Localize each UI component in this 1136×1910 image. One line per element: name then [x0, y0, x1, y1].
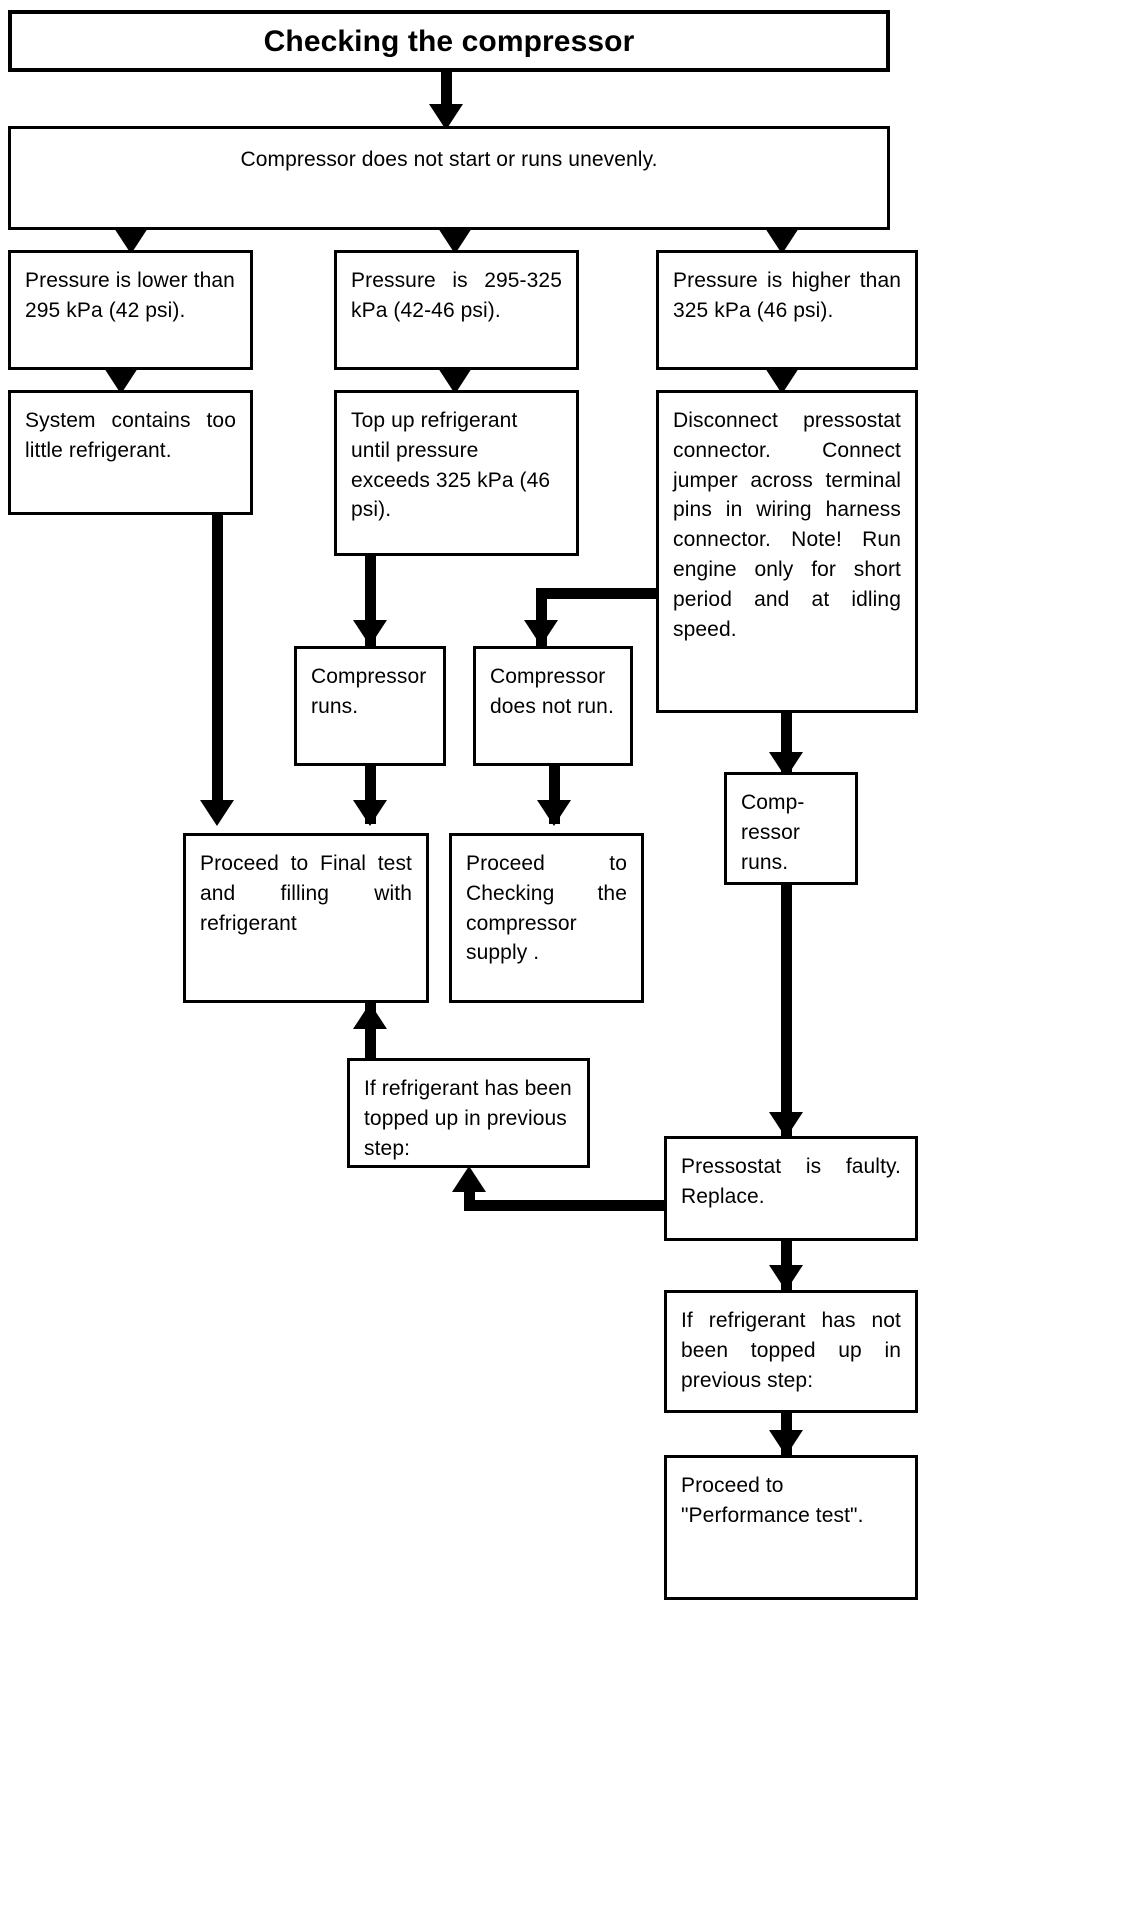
node-compressor-runs: Compressor runs.	[294, 646, 446, 766]
node-compressor-runs-text: Compressor runs.	[311, 665, 427, 718]
node-title: Checking the compressor	[8, 10, 890, 72]
arrow-pressostat-to-topped-up	[452, 1166, 486, 1192]
edge-pressostat-to-topped-up-v	[464, 1180, 475, 1210]
edge-high-action-elbow-h	[536, 588, 660, 599]
node-pressostat-faulty: Pressostat is faulty. Replace.	[664, 1136, 918, 1241]
edge-high-action-elbow-v	[536, 588, 547, 650]
node-proceed-performance-test-text: Proceed to "Performance test".	[681, 1474, 864, 1527]
node-proceed-performance-test: Proceed to "Performance test".	[664, 1455, 918, 1600]
arrow-topped-up-to-proceed	[353, 1003, 387, 1029]
node-proceed-checking-supply-text: Proceed to Checking the compressor suppl…	[466, 852, 627, 965]
arrow-mid-action-to-runs	[353, 620, 387, 646]
edge-runs-to-proceed	[365, 764, 376, 824]
arrow-symptom-to-mid	[438, 228, 472, 254]
node-high-action-text: Disconnect pressostat connector. Connect…	[673, 409, 901, 641]
arrow-low-result-to-proceed	[200, 800, 234, 826]
node-symptom: Compressor does not start or runs uneven…	[8, 126, 890, 230]
node-proceed-final-test: Proceed to Final test and filling with r…	[183, 833, 429, 1003]
node-proceed-final-test-text: Proceed to Final test and filling with r…	[200, 852, 412, 935]
arrow-runs-to-proceed	[353, 800, 387, 826]
arrow-high-to-action	[765, 368, 799, 394]
node-pressostat-faulty-text: Pressostat is faulty. Replace.	[681, 1155, 901, 1208]
edge-mid-action-to-runs	[365, 554, 376, 649]
arrow-pressostat-to-not-topped-up	[769, 1265, 803, 1291]
arrow-title-to-symptom	[429, 104, 463, 130]
node-if-topped-up: If refrigerant has been topped up in pre…	[347, 1058, 590, 1168]
arrow-mid-to-action	[438, 368, 472, 394]
node-if-not-topped-up: If refrigerant has not been topped up in…	[664, 1290, 918, 1413]
node-if-not-topped-up-text: If refrigerant has not been topped up in…	[681, 1309, 901, 1392]
arrow-symptom-to-high	[765, 228, 799, 254]
edge-high-action-to-comp-runs	[781, 711, 792, 783]
node-branch-high-text: Pressure is higher than 325 kPa (46 psi)…	[673, 269, 901, 322]
node-low-result: System contains too little refrigerant.	[8, 390, 253, 515]
edge-not-run-to-supply	[549, 764, 560, 824]
node-compressor-not-run-text: Compressor does not run.	[490, 665, 614, 718]
node-compressor-not-run: Compressor does not run.	[473, 646, 633, 766]
edge-pressostat-to-topped-up-h	[464, 1200, 670, 1211]
edge-comp-runs-to-pressostat	[781, 883, 792, 1138]
node-branch-low: Pressure is lower than 295 kPa (42 psi).	[8, 250, 253, 370]
node-title-text: Checking the compressor	[263, 25, 635, 58]
edge-topped-up-to-proceed	[365, 1003, 376, 1058]
node-symptom-text: Compressor does not start or runs uneven…	[240, 148, 658, 171]
arrow-comp-runs-to-pressostat	[769, 1112, 803, 1138]
node-branch-high: Pressure is higher than 325 kPa (46 psi)…	[656, 250, 918, 370]
edge-title-to-symptom	[441, 72, 452, 112]
edge-low-result-to-proceed	[212, 513, 223, 813]
arrow-not-run-to-supply	[537, 800, 571, 826]
node-mid-action-text: Top up refrigerant until pressure exceed…	[351, 409, 551, 522]
arrow-not-topped-up-to-performance	[769, 1430, 803, 1456]
node-if-topped-up-text: If refrigerant has been topped up in pre…	[364, 1077, 572, 1160]
node-mid-action: Top up refrigerant until pressure exceed…	[334, 390, 579, 556]
node-branch-mid-text: Pressure is 295-325 kPa (42-46 psi).	[351, 269, 562, 322]
node-high-action: Disconnect pressostat connector. Connect…	[656, 390, 918, 713]
node-proceed-checking-supply: Proceed to Checking the compressor suppl…	[449, 833, 644, 1003]
node-comp-runs-right-text: Comp- ressor runs.	[741, 791, 805, 874]
node-comp-runs-right: Comp- ressor runs.	[724, 772, 858, 885]
arrow-low-to-result	[104, 368, 138, 394]
arrow-symptom-to-low	[114, 228, 148, 254]
node-branch-low-text: Pressure is lower than 295 kPa (42 psi).	[25, 269, 235, 322]
node-low-result-text: System contains too little refrigerant.	[25, 409, 236, 462]
node-branch-mid: Pressure is 295-325 kPa (42-46 psi).	[334, 250, 579, 370]
arrow-high-action-to-not-run	[524, 620, 558, 646]
